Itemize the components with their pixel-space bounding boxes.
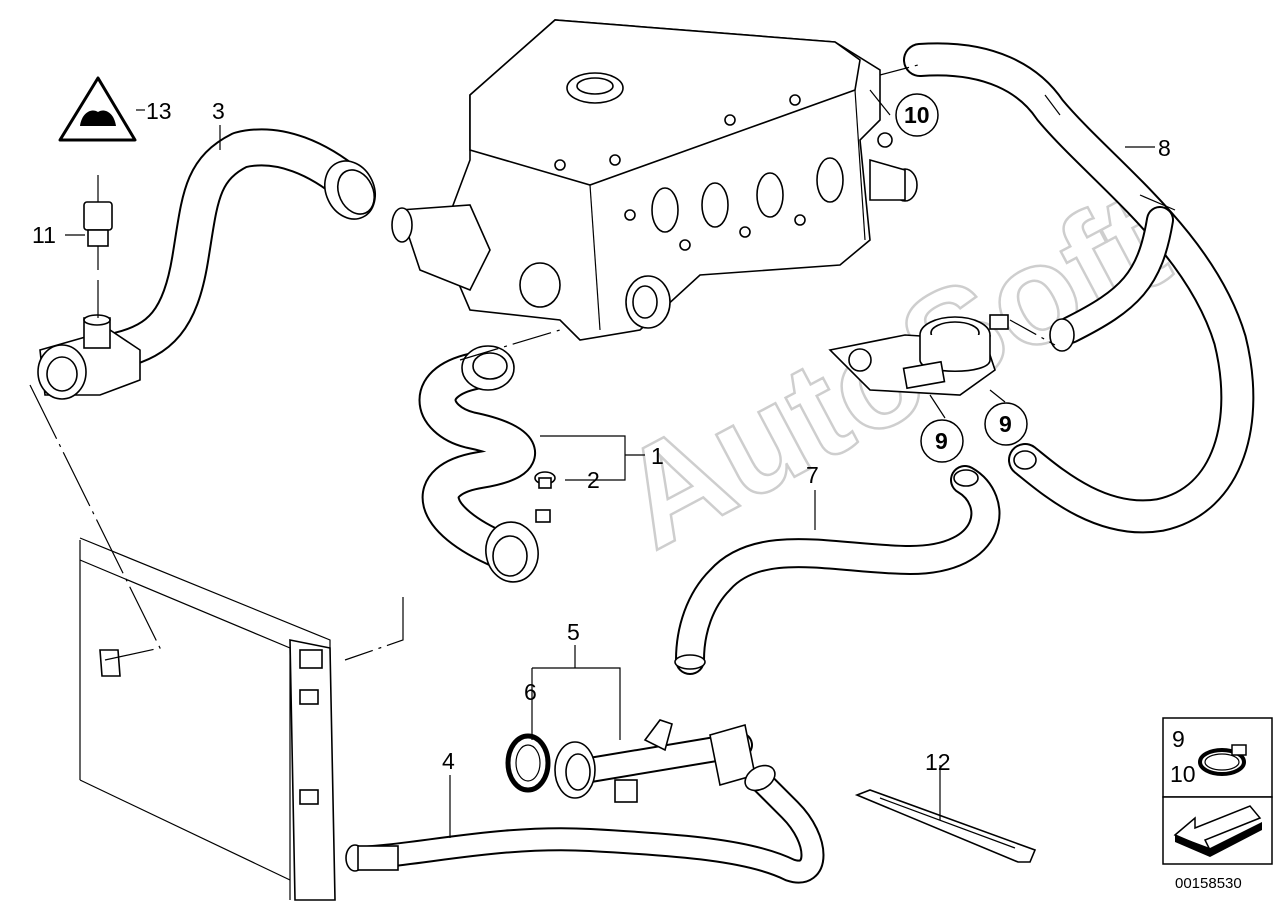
hose-center-1 [418,345,551,583]
legend-box: 9 10 00158530 [1162,717,1273,892]
hose-lower-4 [345,764,825,884]
cable-tie-12 [854,789,1037,863]
legend-label-9: 9 [1172,726,1185,752]
callout-5: 5 [567,619,580,645]
leader-lines [29,64,1155,838]
callout-7: 7 [806,462,819,488]
arrow-icon [1173,805,1262,857]
callout-4: 4 [442,748,455,774]
hose-right-8 [903,42,1255,534]
hose-clamp-icon [1198,744,1247,776]
callout-8: 8 [1158,135,1171,161]
callout-12: 12 [925,749,951,775]
seal-ring-6 [505,733,551,793]
hose-upper-3 [37,128,376,400]
callout-6: 6 [524,679,537,705]
callout-10: 10 [904,102,930,128]
legend-label-10: 10 [1170,761,1196,787]
callout-13: 13 [146,98,172,124]
circled-callouts [895,93,1028,463]
thermostat-housing [828,314,1009,396]
callout-2: 2 [587,467,600,493]
warning-triangle-13 [58,76,137,142]
callout-9b: 9 [999,411,1012,437]
temperature-sensor-11 [83,175,113,318]
coolant-pipe-5 [554,719,756,803]
radiator [79,537,336,901]
callout-9a: 9 [935,428,948,454]
bleed-screw-2 [534,471,556,489]
callout-1: 1 [651,443,664,469]
diagram-code: 00158530 [1175,875,1242,892]
callout-11: 11 [32,222,56,248]
callout-3: 3 [212,98,225,124]
cylinder-head [391,19,918,341]
hose-7 [674,465,1001,675]
